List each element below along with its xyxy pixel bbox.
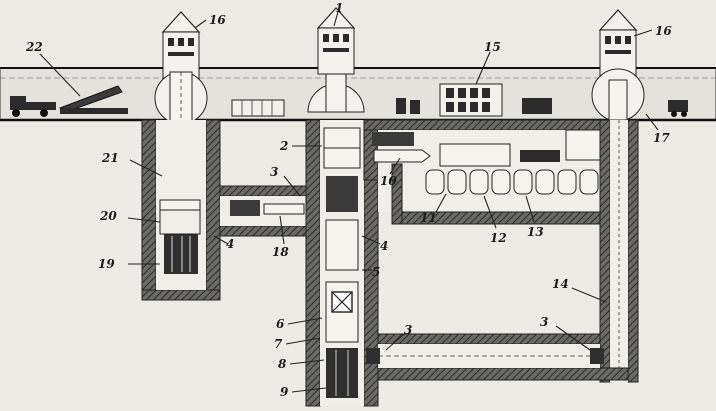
label-21: 21 (101, 151, 119, 165)
label-5: 5 (372, 265, 380, 279)
right-shaft-and-lower-tunnel (366, 119, 639, 383)
central-shaft (305, 119, 379, 407)
label-16-right: 16 (655, 24, 672, 38)
tower-center (307, 7, 365, 113)
label-4-left: 4 (226, 237, 234, 251)
surface-vehicle-launcher (10, 85, 128, 117)
label-14: 14 (552, 277, 569, 291)
label-17: 17 (653, 131, 670, 145)
label-10: 10 (380, 174, 397, 188)
tower-right (591, 9, 645, 122)
surface-structures (231, 83, 688, 117)
label-1: 1 (335, 1, 343, 15)
label-13: 13 (527, 225, 544, 239)
connecting-tunnel-18 (219, 185, 319, 237)
label-6: 6 (276, 317, 285, 331)
label-9: 9 (280, 385, 289, 399)
label-7: 7 (274, 337, 283, 351)
callout-labels: 16 1 16 15 22 17 2 3 10 11 12 13 18 21 2… (25, 1, 672, 399)
leader-lines (39, 11, 659, 393)
label-3-center: 3 (404, 323, 412, 337)
label-16-left: 16 (209, 13, 226, 27)
label-4-center: 4 (380, 239, 388, 253)
label-11: 11 (420, 211, 437, 225)
tank-row (425, 169, 599, 195)
label-15: 15 (484, 40, 501, 54)
label-2: 2 (279, 139, 288, 153)
left-silo (141, 119, 221, 301)
label-22: 22 (25, 40, 43, 54)
label-20: 20 (99, 209, 117, 223)
label-12: 12 (490, 231, 507, 245)
label-19: 19 (98, 257, 115, 271)
label-18: 18 (272, 245, 289, 259)
label-3-top: 3 (270, 165, 278, 179)
label-8: 8 (278, 357, 287, 371)
label-3-right: 3 (540, 315, 548, 329)
